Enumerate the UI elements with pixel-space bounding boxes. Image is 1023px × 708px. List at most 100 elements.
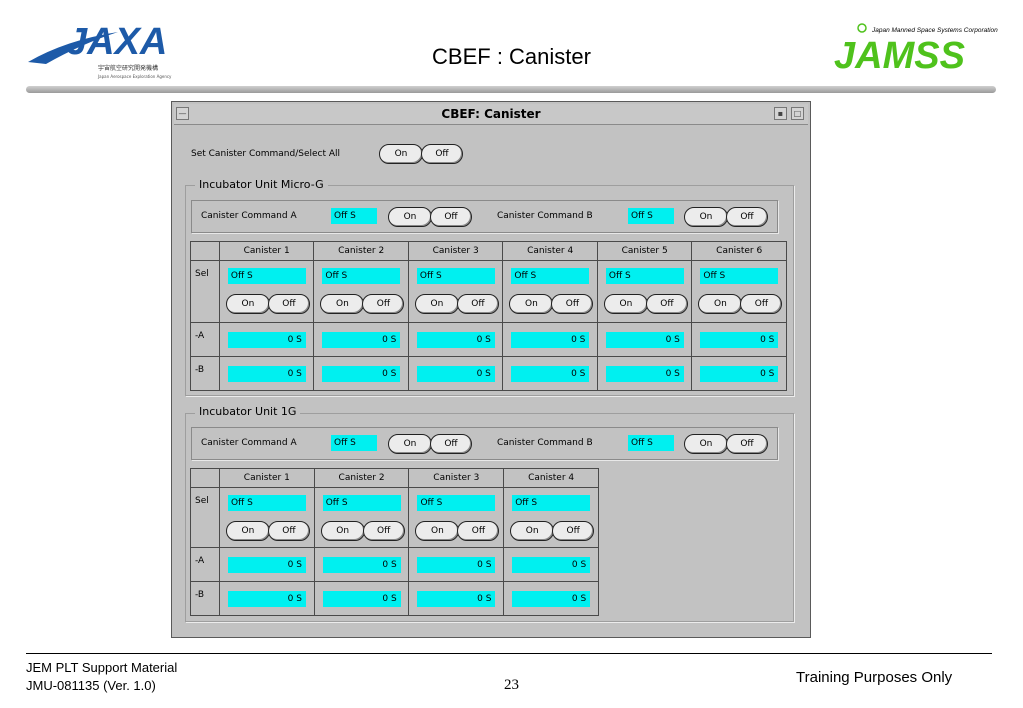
select-all-on-button[interactable]: On [379,144,423,164]
table-row: -B 0 S 0 S 0 S 0 S 0 S 0 S [190,356,787,391]
micro-g-canister-5-sel-status: Off S [605,268,684,284]
micro-g-sel-row-label: Sel [190,260,220,323]
one-g-command-a-off-button[interactable]: Off [430,434,472,454]
one-g-canister-4-sel-cell: Off S On Off [503,487,599,548]
micro-g-command-a-off-button[interactable]: Off [430,207,472,227]
micro-g-canister-3-sel-status: Off S [416,268,495,284]
micro-g-command-a-label: Canister Command A [201,211,297,221]
micro-g-b-row-label: -B [190,356,220,391]
one-g-canister-4-header: Canister 4 [503,468,599,488]
table-row: -A 0 S 0 S 0 S 0 S [190,547,599,582]
jaxa-swoosh-icon: JAXA 宇宙航空研究開発機構 Japan Aerospace Explorat… [28,21,172,79]
micro-g-canister-4-sel-cell: Off S On Off [502,260,598,323]
jamss-ring-icon [857,23,867,33]
one-g-canister-3-sel-status: Off S [417,495,496,511]
micro-g-canister-3-a-value: 0 S [416,332,495,348]
select-all-off-button[interactable]: Off [421,144,463,164]
micro-g-command-b-on-button[interactable]: On [684,207,728,227]
micro-g-canister-5-off-button[interactable]: Off [645,294,688,314]
micro-g-canister-1-on-button[interactable]: On [225,294,270,314]
table-row: Sel Off S On Off Off S On Off Off S On O… [190,487,599,548]
one-g-canister-table: Canister 1 Canister 2 Canister 3 Caniste… [190,468,599,616]
window-menu-icon: — [178,109,187,118]
table-row: -B 0 S 0 S 0 S 0 S [190,581,599,616]
footer-training-note: Training Purposes Only [796,669,953,686]
svg-text:宇宙航空研究開発機構: 宇宙航空研究開発機構 [98,64,158,72]
micro-g-canister-6-sel-cell: Off S On Off [691,260,787,323]
one-g-canister-2-on-button[interactable]: On [320,521,365,541]
micro-g-command-bar: Canister Command A Off S On Off Canister… [191,200,778,233]
micro-g-canister-3-off-button[interactable]: Off [456,294,499,314]
micro-g-canister-6-on-button[interactable]: On [698,294,743,314]
minimize-button[interactable]: ▪ [774,107,787,120]
one-g-canister-3-on-button[interactable]: On [415,521,460,541]
micro-g-canister-4-b-value: 0 S [511,366,590,382]
one-g-canister-1-sel-cell: Off S On Off [218,487,315,548]
micro-g-canister-6-sel-status: Off S [700,268,779,284]
one-g-canister-2-off-button[interactable]: Off [362,521,405,541]
micro-g-canister-3-header: Canister 3 [407,241,504,261]
micro-g-canister-2-on-button[interactable]: On [320,294,365,314]
micro-g-canister-4-header: Canister 4 [502,241,598,261]
window-titlebar[interactable]: — CBEF: Canister ▪ □ [174,104,808,125]
micro-g-canister-3-b-value: 0 S [416,366,495,382]
table-corner [190,241,220,261]
page-number: 23 [504,677,519,693]
micro-g-canister-2-sel-cell: Off S On Off [313,260,409,323]
micro-g-canister-2-a-value: 0 S [322,332,401,348]
micro-g-command-b-off-button[interactable]: Off [726,207,768,227]
one-g-group [185,413,794,622]
one-g-canister-2-sel-status: Off S [322,495,401,511]
one-g-canister-4-on-button[interactable]: On [510,521,555,541]
one-g-b-row-label: -B [190,581,220,616]
micro-g-canister-3-on-button[interactable]: On [414,294,459,314]
one-g-command-a-label: Canister Command A [201,438,297,448]
one-g-canister-4-off-button[interactable]: Off [552,521,595,541]
window-title: CBEF: Canister [441,107,541,121]
micro-g-canister-3-sel-cell: Off S On Off [407,260,504,323]
micro-g-command-b-label: Canister Command B [497,211,593,221]
one-g-canister-1-a-value: 0 S [227,557,306,573]
micro-g-canister-6-a-value: 0 S [700,332,779,348]
micro-g-canister-6-b-value: 0 S [700,366,779,382]
micro-g-canister-2-header: Canister 2 [313,241,409,261]
one-g-canister-3-a-value: 0 S [417,557,496,573]
micro-g-canister-4-off-button[interactable]: Off [551,294,594,314]
one-g-command-b-status: Off S [628,435,674,451]
micro-g-canister-5-b-value: 0 S [605,366,684,382]
one-g-canister-3-header: Canister 3 [408,468,505,488]
micro-g-canister-4-on-button[interactable]: On [509,294,554,314]
one-g-canister-1-on-button[interactable]: On [225,521,270,541]
one-g-sel-row-label: Sel [190,487,220,548]
one-g-command-a-on-button[interactable]: On [388,434,432,454]
one-g-canister-1-header: Canister 1 [218,468,315,488]
micro-g-canister-5-on-button[interactable]: On [603,294,648,314]
one-g-canister-1-off-button[interactable]: Off [267,521,310,541]
micro-g-canister-6-header: Canister 6 [691,241,787,261]
one-g-canister-1-b-value: 0 S [227,591,306,607]
one-g-canister-2-header: Canister 2 [313,468,410,488]
one-g-canister-3-b-value: 0 S [417,591,496,607]
micro-g-command-a-on-button[interactable]: On [388,207,432,227]
micro-g-canister-1-a-value: 0 S [227,332,306,348]
one-g-canister-1-sel-status: Off S [227,495,306,511]
micro-g-canister-5-sel-cell: Off S On Off [596,260,693,323]
micro-g-canister-1-b-value: 0 S [227,366,306,382]
micro-g-canister-6-off-button[interactable]: Off [740,294,783,314]
micro-g-canister-1-off-button[interactable]: Off [267,294,310,314]
maximize-button[interactable]: □ [791,107,804,120]
slide-title: CBEF : Canister [432,44,591,69]
one-g-command-b-label: Canister Command B [497,438,593,448]
one-g-command-b-off-button[interactable]: Off [726,434,768,454]
one-g-canister-2-sel-cell: Off S On Off [313,487,410,548]
one-g-command-b-on-button[interactable]: On [684,434,728,454]
micro-g-command-a-status: Off S [331,208,377,224]
window-menu-button[interactable]: — [176,107,189,120]
one-g-canister-4-a-value: 0 S [512,557,591,573]
one-g-canister-3-off-button[interactable]: Off [457,521,500,541]
micro-g-canister-2-off-button[interactable]: Off [362,294,405,314]
micro-g-group [185,185,794,396]
micro-g-command-b-status: Off S [628,208,674,224]
footer-doc-number: JMU-081135 (Ver. 1.0) [26,678,156,693]
table-row: -A 0 S 0 S 0 S 0 S 0 S 0 S [190,322,787,357]
